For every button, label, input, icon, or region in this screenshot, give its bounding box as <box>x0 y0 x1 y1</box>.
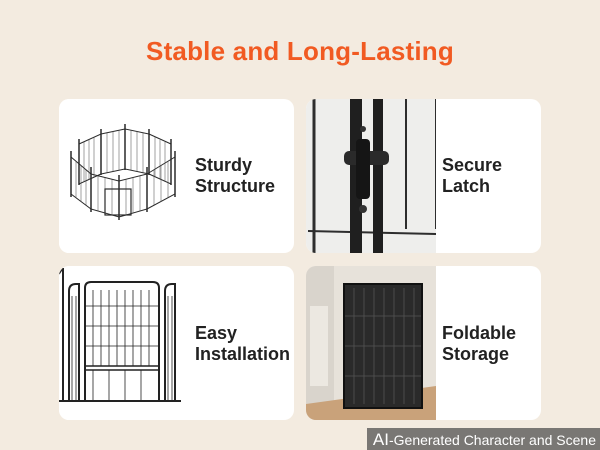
folded-pen-image <box>306 266 436 420</box>
feature-label-line1: Easy <box>195 323 238 343</box>
feature-card-foldable-storage: Foldable Storage <box>306 266 541 420</box>
feature-label: Easy Installation <box>195 323 290 365</box>
feature-label-line1: Foldable <box>442 323 517 343</box>
feature-card-sturdy-structure: Sturdy Structure <box>59 99 294 253</box>
feature-label: Foldable Storage <box>442 323 516 365</box>
feature-label-line1: Secure <box>442 155 503 175</box>
feature-label-line2: Storage <box>442 344 510 364</box>
watermark-text: -Generated Character and Scene <box>388 432 596 448</box>
feature-card-easy-installation: Easy Installation <box>59 266 294 420</box>
feature-label-line1: Sturdy <box>195 155 253 175</box>
ai-generated-watermark: AI-Generated Character and Scene <box>366 428 600 450</box>
watermark-prefix: AI <box>372 430 389 449</box>
feature-label-line2: Structure <box>195 176 276 196</box>
feature-label-line2: Installation <box>195 344 291 364</box>
page-title: Stable and Long-Lasting <box>146 36 454 66</box>
feature-label: Secure Latch <box>442 155 502 197</box>
octagonal-playpen-image <box>59 99 189 253</box>
feature-card-secure-latch: Secure Latch <box>306 99 541 253</box>
gate-panel-image <box>59 266 189 420</box>
feature-label: Sturdy Structure <box>195 155 275 197</box>
feature-label-line2: Latch <box>442 176 491 196</box>
latch-closeup-image <box>306 99 436 253</box>
